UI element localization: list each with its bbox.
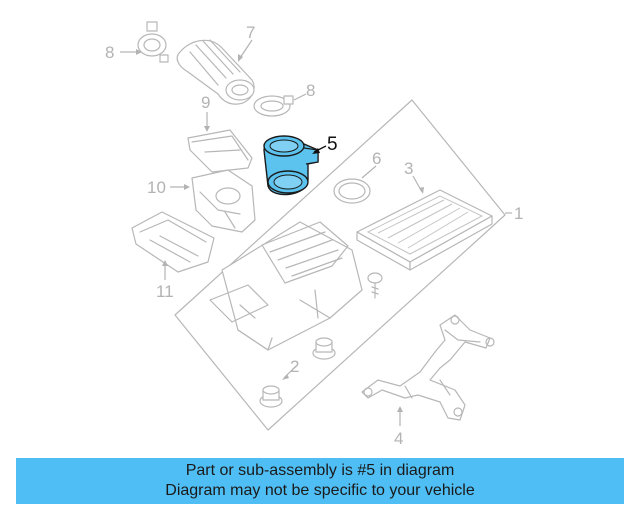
callout-6: 6 (361, 149, 381, 179)
bolt[interactable] (367, 272, 383, 299)
callout-11: 11 (156, 260, 174, 301)
callout-9: 9 (201, 93, 210, 132)
assembly-outline (174, 99, 506, 431)
callout-label: 5 (327, 134, 338, 155)
callout-label: 10 (147, 178, 166, 197)
part-6-seal[interactable] (333, 178, 371, 204)
banner-line-part: Part or sub-assembly is #5 in diagram (185, 462, 455, 479)
part-5-air-flow-sensor[interactable] (263, 135, 319, 196)
callout-label: 8 (306, 81, 315, 100)
part-9-duct[interactable] (187, 129, 253, 173)
callout-7: 7 (238, 23, 255, 62)
callout-1: 1 (505, 204, 523, 223)
part-3-filter[interactable] (356, 189, 493, 271)
callout-label: 3 (404, 159, 413, 178)
part-4-bracket[interactable] (361, 314, 495, 421)
callout-8-upper: 8 (105, 43, 142, 62)
part-8-clamp-lower[interactable] (253, 95, 294, 117)
part-7-hose[interactable] (176, 39, 255, 105)
callout-label: 7 (246, 23, 255, 42)
callout-label: 4 (394, 429, 403, 448)
part-11-lower-duct[interactable] (131, 211, 215, 273)
callout-2: 2 (282, 357, 299, 380)
callout-4: 4 (394, 406, 403, 448)
callout-10: 10 (147, 178, 190, 197)
part-10-resonator[interactable] (191, 169, 256, 233)
callout-3: 3 (404, 159, 424, 194)
part-8-clamp-upper[interactable] (137, 21, 169, 63)
callout-label: 2 (290, 357, 299, 376)
callout-label: 9 (201, 93, 210, 112)
parts-diagram: 8 7 8 9 10 11 6 3 1 2 (105, 21, 523, 448)
air-cleaner-housing[interactable] (209, 221, 363, 351)
part-2-grommet-b[interactable] (259, 385, 283, 408)
callout-label: 1 (514, 204, 523, 223)
callout-label: 6 (372, 149, 381, 168)
info-banner: Part or sub-assembly is #5 in diagram Di… (16, 458, 624, 504)
part-2-grommet-a[interactable] (312, 337, 336, 360)
callout-label: 8 (105, 43, 114, 62)
callout-5: 5 (312, 134, 338, 155)
banner-line-disclaimer: Diagram may not be specific to your vehi… (165, 482, 475, 499)
callout-label: 11 (156, 282, 174, 301)
callout-8-lower: 8 (293, 81, 315, 101)
